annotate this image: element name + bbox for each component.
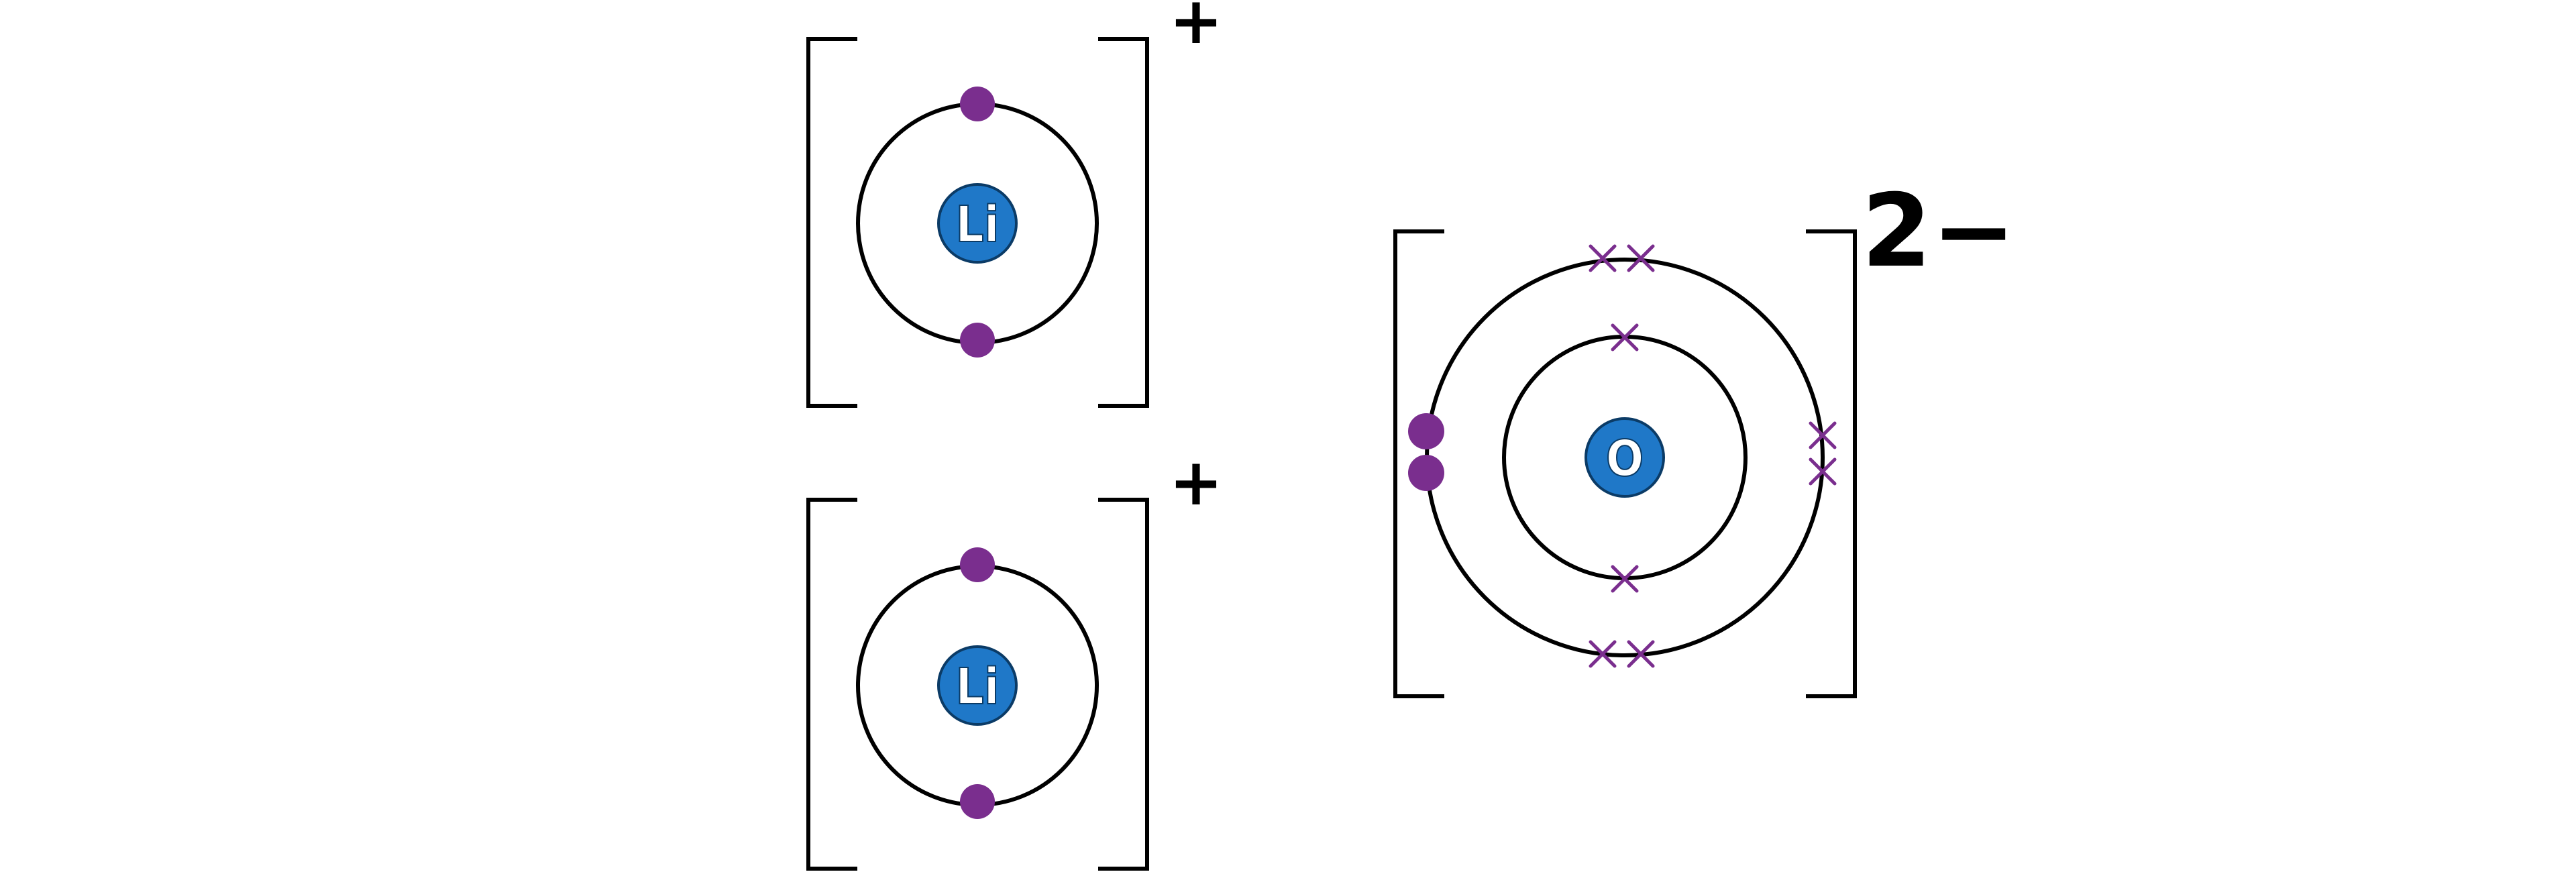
right-bracket xyxy=(1806,229,1857,698)
electron-dot xyxy=(1408,413,1444,449)
electron-cross xyxy=(1809,457,1837,486)
element-symbol: Li xyxy=(955,196,999,254)
element-symbol: Li xyxy=(955,658,999,716)
electron-cross xyxy=(1589,640,1617,668)
electron-cross xyxy=(1627,640,1655,668)
electron-dot xyxy=(1408,455,1444,491)
electron-cross xyxy=(1611,565,1639,593)
nucleus xyxy=(937,645,1018,726)
left-bracket xyxy=(806,498,857,871)
ion-charge: + xyxy=(1169,445,1223,520)
left-bracket xyxy=(1393,229,1444,698)
electron-dot xyxy=(960,547,995,582)
electron-cross xyxy=(1611,323,1639,351)
right-bracket xyxy=(1098,498,1149,871)
left-bracket xyxy=(806,37,857,408)
oxide-ion: O 2− xyxy=(1393,173,2016,698)
nucleus xyxy=(1585,417,1665,498)
electron-cross xyxy=(1809,421,1837,449)
electron-dot xyxy=(960,87,995,121)
electron-dot xyxy=(960,323,995,358)
right-bracket xyxy=(1098,37,1149,408)
electron-cross xyxy=(1627,244,1655,272)
nucleus xyxy=(937,183,1018,264)
electron-dot xyxy=(960,784,995,819)
ion-charge: + xyxy=(1169,0,1223,58)
element-symbol: O xyxy=(1606,430,1644,488)
lithium-ion-top: Li + xyxy=(806,0,1223,408)
electron-cross xyxy=(1589,244,1617,272)
ion-charge: 2− xyxy=(1862,173,2016,290)
lithium-ion-bottom: Li + xyxy=(806,445,1223,871)
